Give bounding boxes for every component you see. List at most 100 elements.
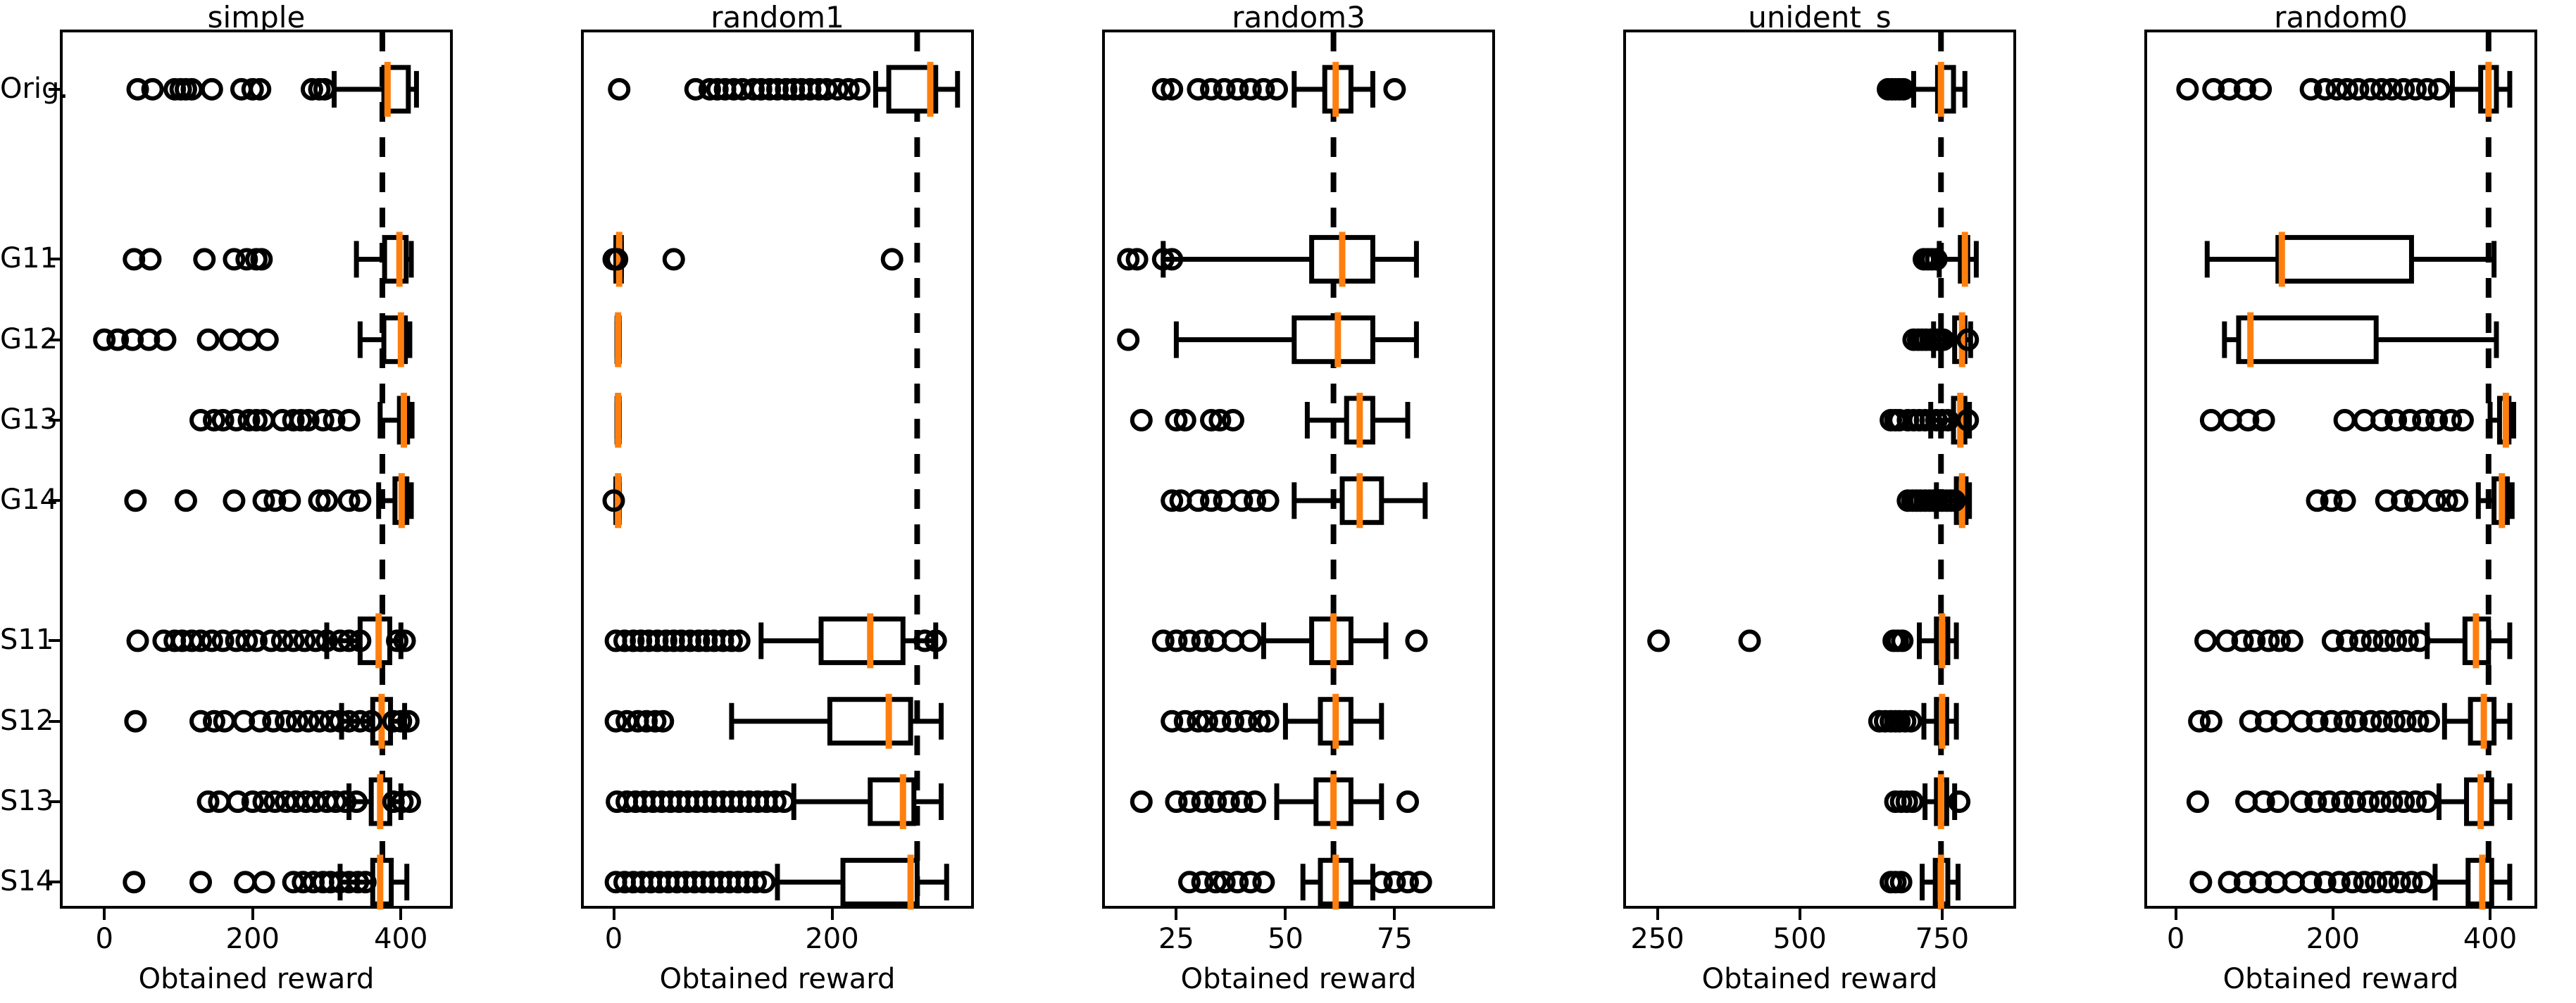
- flier-point: [275, 709, 298, 733]
- box-S12: [1868, 693, 1959, 749]
- flier-point: [308, 489, 331, 512]
- flier-point: [2280, 629, 2303, 652]
- flier-point: [1130, 790, 1153, 813]
- flier-point: [2415, 790, 2439, 813]
- x-tick-mark: [399, 909, 403, 920]
- flier-point: [2194, 629, 2218, 652]
- box-G12: [614, 312, 622, 367]
- flier-point: [1165, 790, 1188, 813]
- x-tick-label: 400: [2463, 923, 2518, 955]
- x-axis-title: Obtained reward: [1701, 963, 1938, 995]
- flier-point: [1901, 790, 1924, 813]
- flier-point: [2243, 629, 2266, 652]
- flier-point: [1252, 871, 1275, 894]
- flier-point: [282, 629, 305, 652]
- x-tick-mark: [251, 909, 254, 920]
- flier-point: [848, 77, 871, 101]
- box-S11: [2194, 613, 2513, 669]
- flier-point: [1178, 629, 1201, 652]
- box-G14: [2306, 473, 2515, 529]
- flier-point: [1891, 629, 1914, 652]
- flier-point: [93, 328, 116, 351]
- flier-point: [687, 629, 711, 652]
- flier-point: [324, 790, 347, 813]
- flier-point: [124, 709, 147, 733]
- flier-point: [1191, 629, 1214, 652]
- x-tick-mark: [1175, 909, 1178, 920]
- panel-title: random0: [2274, 0, 2408, 34]
- flier-point: [2388, 871, 2411, 894]
- x-tick-label: 75: [1376, 923, 1413, 955]
- y-tick-label-G14: G14: [0, 484, 58, 517]
- flier-point: [2252, 408, 2275, 431]
- box-G11: [1117, 232, 1419, 287]
- flier-point: [346, 871, 370, 894]
- flier-point: [2376, 871, 2399, 894]
- flier-point: [1889, 871, 1913, 894]
- flier-point: [815, 77, 838, 101]
- y-tick-mark-G12: [49, 338, 60, 341]
- flier-point: [2451, 408, 2474, 431]
- flier-point: [1117, 328, 1140, 351]
- box-S14: [2189, 854, 2513, 910]
- flier-point: [1151, 248, 1175, 271]
- flier-point: [763, 790, 787, 813]
- flier-point: [1226, 77, 1249, 101]
- flier-point: [1396, 790, 1419, 813]
- flier-point: [2439, 408, 2463, 431]
- box-rect: [2236, 315, 2379, 365]
- flier-point: [2249, 77, 2272, 101]
- flier-point: [2199, 408, 2222, 431]
- flier-point: [1173, 709, 1196, 733]
- x-tick-label: 0: [95, 923, 113, 955]
- box-S11: [1151, 613, 1428, 669]
- flier-point: [2406, 709, 2430, 733]
- flier-point: [2290, 790, 2313, 813]
- flier-point: [1892, 77, 1915, 101]
- flier-point: [1191, 871, 1214, 894]
- flier-point: [250, 248, 273, 271]
- flier-point: [2239, 709, 2262, 733]
- flier-point: [1265, 77, 1288, 101]
- flier-point: [2359, 709, 2382, 733]
- flier-point: [1161, 709, 1184, 733]
- flier-point: [123, 871, 146, 894]
- box-G14: [1161, 473, 1428, 529]
- flier-point: [2384, 408, 2408, 431]
- flier-point: [2306, 709, 2329, 733]
- x-tick-mark: [1798, 909, 1801, 920]
- flier-point: [2299, 77, 2322, 101]
- box-S13: [606, 774, 944, 829]
- flier-point: [2320, 709, 2343, 733]
- flier-point: [654, 629, 677, 652]
- flier-point: [2404, 790, 2427, 813]
- flier-point: [1230, 489, 1253, 512]
- flier-point: [1647, 629, 1670, 652]
- flier-point: [1738, 629, 1761, 652]
- box-S13: [196, 774, 421, 829]
- flier-point: [2392, 77, 2415, 101]
- flier-point: [285, 709, 308, 733]
- box-G12: [1902, 312, 1980, 367]
- x-tick-label: 500: [1772, 923, 1827, 955]
- flier-point: [349, 709, 372, 733]
- panel-graphics: [2176, 32, 2517, 910]
- flier-point: [337, 408, 361, 431]
- flier-point: [252, 790, 275, 813]
- flier-point: [323, 408, 346, 431]
- flier-point: [2380, 790, 2403, 813]
- flier-point: [1948, 790, 1971, 813]
- flier-point: [727, 629, 751, 652]
- box-S12: [604, 693, 944, 749]
- flier-point: [174, 489, 197, 512]
- flier-point: [773, 790, 796, 813]
- x-tick-label: 200: [2306, 923, 2360, 955]
- y-tick-label-S11: S11: [0, 624, 54, 657]
- flier-point: [2233, 871, 2256, 894]
- y-tick-label-Orig.: Orig.: [0, 72, 69, 105]
- box-Orig.: [126, 61, 419, 117]
- flier-point: [304, 629, 327, 652]
- flier-point: [223, 248, 246, 271]
